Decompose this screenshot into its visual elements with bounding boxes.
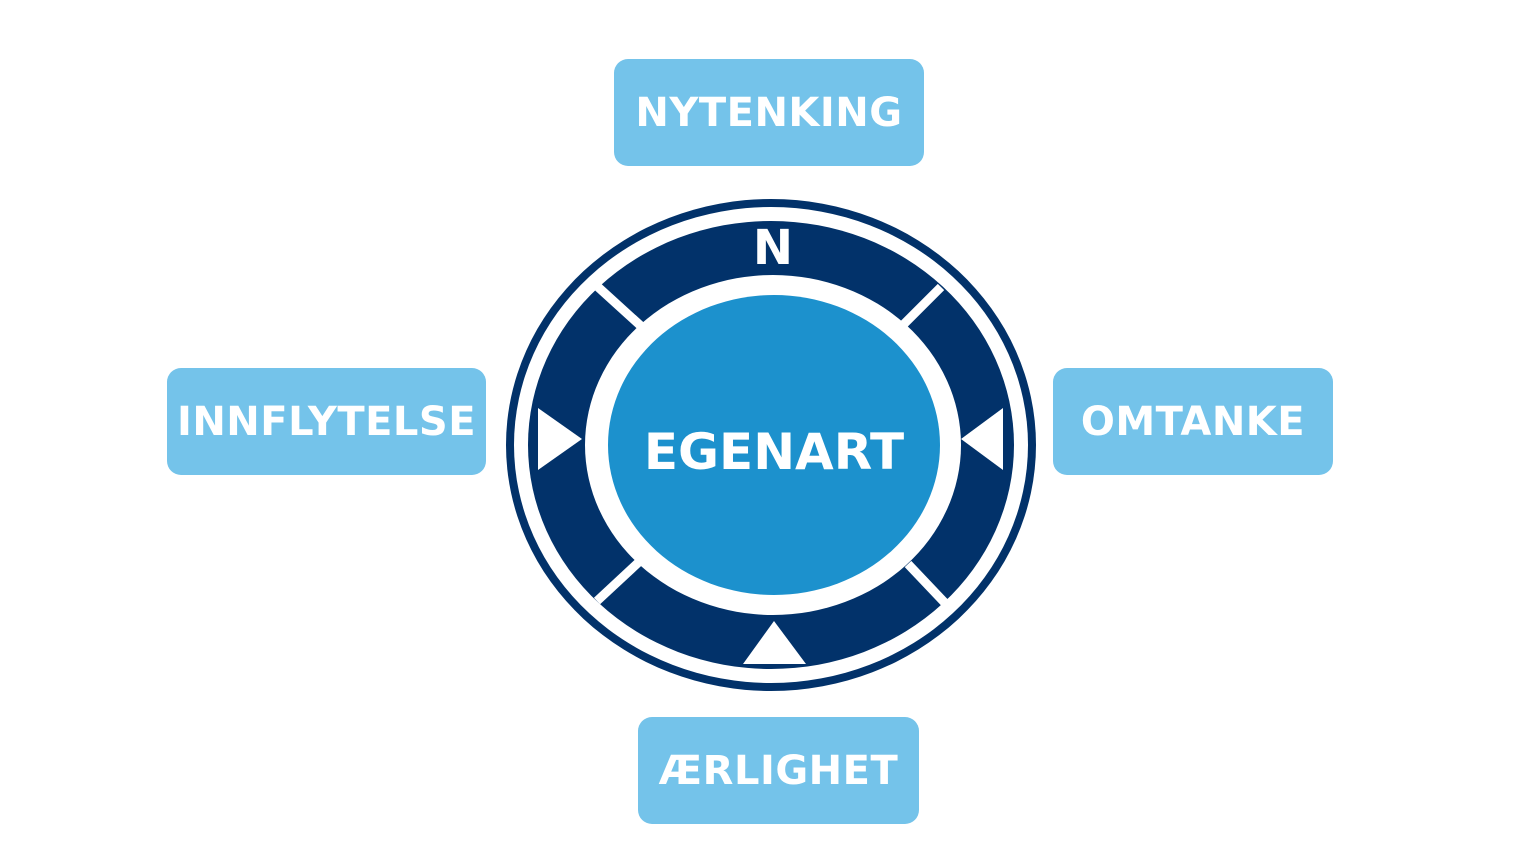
value-label-top: NYTENKING: [635, 89, 903, 136]
tick-southwest: [593, 557, 644, 605]
value-label-right: OMTANKE: [1080, 398, 1306, 445]
value-label-left: INNFLYTELSE: [176, 398, 477, 445]
tick-northeast: [900, 283, 945, 328]
compass-center-label: EGENART: [644, 423, 904, 481]
compass-north-label: N: [753, 220, 793, 276]
value-box-bottom: ÆRLIGHET: [638, 717, 919, 824]
arrow-east-icon: [538, 408, 582, 470]
tick-southeast: [904, 560, 949, 607]
arrow-west-icon: [961, 408, 1003, 470]
tick-northwest: [594, 283, 646, 331]
value-box-top: NYTENKING: [614, 59, 924, 166]
arrow-north-icon: [743, 621, 806, 664]
value-label-bottom: ÆRLIGHET: [658, 747, 899, 794]
value-box-right: OMTANKE: [1053, 368, 1333, 475]
value-box-left: INNFLYTELSE: [167, 368, 486, 475]
compass-center: [608, 295, 940, 595]
